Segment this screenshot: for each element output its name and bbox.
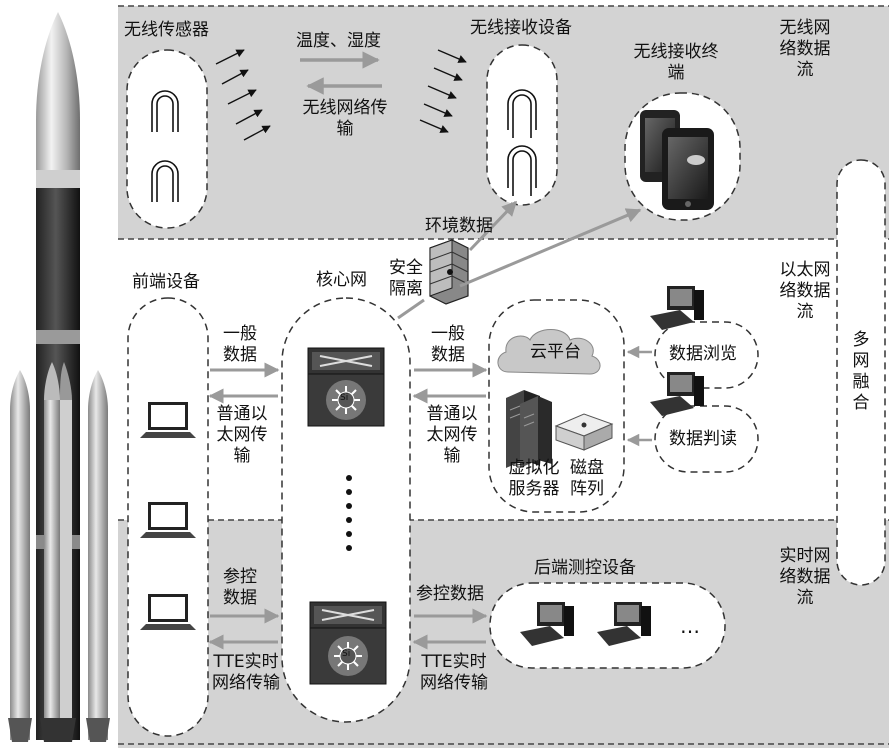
receiver-label: 无线接收设备 [470, 18, 572, 38]
control-data-left-label: 参控数据 [223, 567, 257, 608]
tte-left-label: TTE实时网络传输 [212, 652, 280, 693]
desktop-computer-icon [520, 602, 574, 646]
magnet-sensor-icon [151, 90, 179, 132]
cloud-client-arrows [626, 345, 652, 447]
disk-array-label: 磁盘阵列 [570, 458, 604, 499]
more-devices-ellipsis: … [680, 614, 700, 638]
firewall-icon [429, 239, 469, 305]
core-switch-icon [309, 601, 387, 685]
more-nodes-dots [346, 475, 352, 551]
switch-si-badge: Si [342, 649, 351, 659]
disk-array-icon [554, 413, 614, 451]
desktop-computer-icon [650, 286, 704, 330]
receiver-icon [507, 145, 537, 196]
env-data-arrows [397, 200, 642, 320]
receiver-group [486, 44, 558, 206]
sensor-label: 无线传感器 [124, 20, 209, 40]
general-data-left-label: 一般数据 [223, 324, 257, 365]
wireless-zone-title: 无线网络数据流 [779, 18, 831, 80]
data-browse-label: 数据浏览 [669, 344, 737, 364]
core-switch-icon [307, 347, 385, 427]
laptop-icon [140, 502, 196, 538]
frontend-label: 前端设备 [132, 272, 200, 292]
fusion-group [836, 159, 886, 586]
ethernet-zone-title: 以太网络数据流 [779, 260, 831, 322]
ethernet-arrows-left [208, 362, 280, 404]
core-network-label: 核心网 [316, 270, 367, 290]
terminal-label: 无线接收终端 [633, 42, 719, 83]
server-icon [506, 390, 552, 468]
wireless-receive-arrows [419, 49, 467, 133]
laptop-icon [140, 594, 196, 630]
ethernet-arrows-right [412, 362, 488, 404]
magnet-sensor-icon [151, 160, 179, 202]
data-interpret-label: 数据判读 [669, 429, 737, 449]
standard-ethernet-left-label: 普通以太网传输 [216, 404, 268, 466]
realtime-arrows-left [208, 608, 280, 650]
temp-humidity-label: 温度、湿度 [296, 31, 381, 51]
wireless-transfer-arrows [300, 51, 382, 95]
backend-label: 后端测控设备 [534, 558, 636, 578]
security-isolation-label: 安全隔离 [389, 258, 423, 299]
control-data-right-label: 参控数据 [416, 584, 484, 604]
realtime-zone-title: 实时网络数据流 [779, 546, 831, 608]
desktop-computer-icon [597, 602, 651, 646]
wireless-transmission-label: 无线网络传输 [302, 98, 388, 139]
cloud-icon [497, 329, 601, 375]
sensor-group [126, 49, 208, 229]
fusion-label: 多网融合 [852, 330, 870, 413]
data-browse-group [654, 321, 759, 389]
laptop-icon [140, 402, 196, 438]
general-data-right-label: 一般数据 [431, 324, 465, 365]
desktop-computer-icon [650, 372, 704, 416]
receiver-icon [507, 89, 537, 138]
realtime-arrows-right [412, 608, 488, 650]
cloud-platform-label: 云平台 [530, 342, 581, 362]
wireless-signal-arrows [215, 49, 271, 141]
switch-si-badge: Si [340, 393, 349, 403]
virtual-servers-label: 虚拟化服务器 [508, 458, 560, 499]
data-interpret-group [654, 405, 759, 473]
tte-right-label: TTE实时网络传输 [420, 652, 488, 693]
tablet-icon [640, 110, 714, 210]
rocket-illustration [8, 12, 110, 742]
env-data-label: 环境数据 [425, 216, 493, 236]
standard-ethernet-right-label: 普通以太网传输 [426, 404, 478, 466]
